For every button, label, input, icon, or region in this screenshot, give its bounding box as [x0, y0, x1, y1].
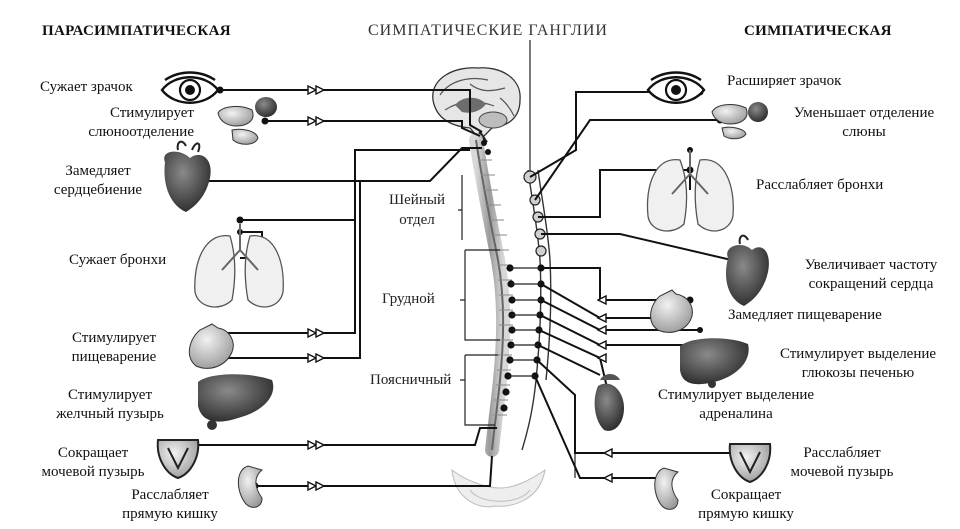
symp-label-contracts-rectum: Сокращает прямую кишку [698, 487, 794, 522]
stomach-icon-right [650, 289, 693, 333]
lungs-icon-right [646, 150, 734, 232]
segment-brackets [458, 175, 500, 426]
symp-label-relaxes-bladder: Расслабляет мочевой пузырь [790, 445, 894, 480]
symp-label-adrenaline: Стимулирует выделение адреналина [657, 387, 815, 422]
sympathetic-ganglia-header: СИМПАТИЧЕСКИЕ ГАНГЛИИ [368, 22, 608, 39]
segment-lumbar-label: Поясничный [370, 372, 452, 388]
eye-icon-left [160, 71, 220, 104]
stomach-icon-left [188, 323, 234, 369]
symp-label-heart-rate: Увеличивает частоту сокращений сердца [804, 257, 938, 292]
symp-label-dilates-pupil: Расширяет зрачок [727, 73, 842, 89]
parasympathetic-ganglia [307, 84, 326, 492]
rectum-icon-left [237, 465, 264, 508]
para-label-stimulates-digestion: Стимулирует пищеварение [71, 330, 157, 365]
para-label-gall-bladder: Стимулирует желчный пузырь [56, 387, 164, 422]
para-label-relaxes-rectum: Расслабляет прямую кишку [122, 487, 218, 522]
lungs-icon-left [194, 224, 284, 308]
para-label-slows-heart: Замедляет сердцебиение [53, 163, 143, 198]
parasympathetic-header: ПАРАСИМПАТИЧЕСКАЯ [42, 23, 231, 39]
para-label-constricts-pupil: Сужает зрачок [40, 79, 133, 95]
heart-icon-left [164, 140, 211, 212]
adrenal-gland-icon-right [594, 374, 624, 431]
bladder-icon-right [728, 443, 772, 484]
parasympathetic-pathways [190, 89, 497, 487]
liver-icon-right [680, 338, 749, 388]
segment-cervical-label: Шейный отдел [389, 192, 445, 228]
eye-icon-right [646, 71, 706, 104]
symp-label-relaxes-bronchi: Расслабляет бронхи [756, 177, 884, 193]
segment-thoracic-label: Грудной [382, 291, 435, 307]
rectum-icon-right [654, 467, 680, 510]
sympathetic-header: СИМПАТИЧЕСКАЯ [744, 23, 892, 39]
para-label-salivation: Стимулирует слюноотделение [88, 105, 194, 140]
salivary-gland-icon-left [217, 97, 277, 145]
sympathetic-ganglia [523, 170, 547, 257]
heart-icon-right [725, 234, 769, 306]
symp-label-reduces-saliva: Уменьшает отделение слюны [793, 105, 935, 140]
para-label-constricts-bronchi: Сужает бронхи [69, 252, 167, 268]
sympathetic-ganglia-markers [596, 294, 613, 484]
symp-label-glucose-release: Стимулирует выделение глюкозы печенью [779, 346, 937, 381]
spinal-cord-icon [451, 133, 546, 508]
para-label-contracts-bladder: Сокращает мочевой пузырь [41, 445, 145, 480]
salivary-gland-icon-right [711, 102, 768, 140]
cord-to-chain-links [508, 267, 541, 377]
liver-icon-left [198, 374, 274, 430]
brain-icon [432, 67, 521, 142]
symp-label-slows-digestion: Замедляет пищеварение [728, 307, 882, 323]
bladder-icon-left [156, 439, 200, 480]
